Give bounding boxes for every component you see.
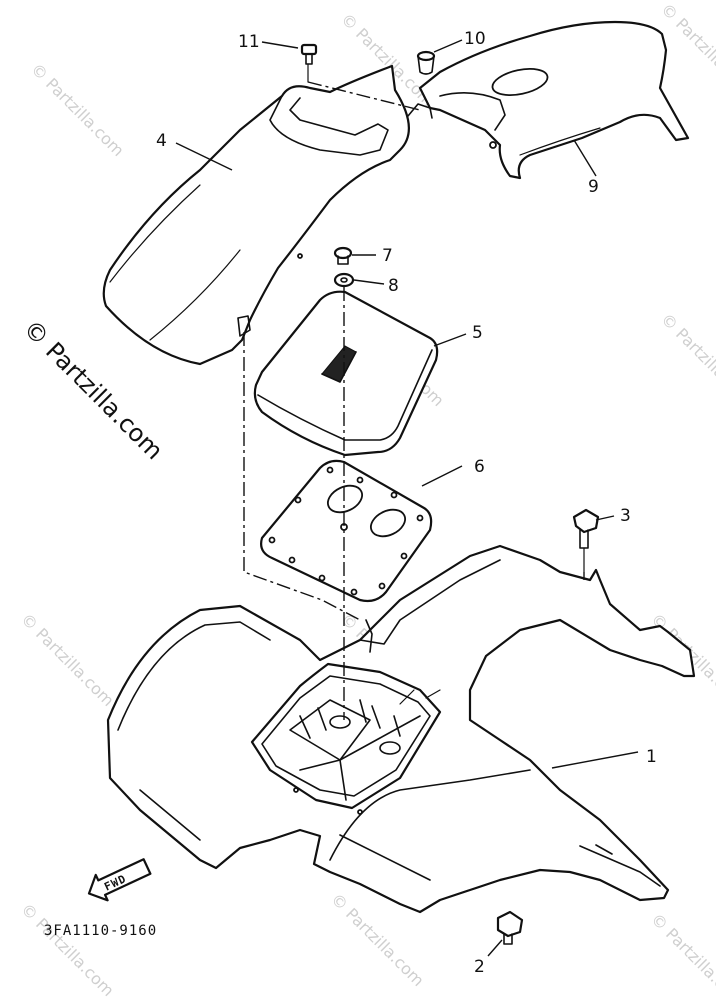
fwd-arrow: FWD bbox=[87, 858, 152, 902]
callout-6: 6 bbox=[474, 457, 485, 477]
callout-5: 5 bbox=[472, 323, 483, 343]
callout-2: 2 bbox=[474, 957, 485, 977]
leader-lines bbox=[175, 39, 639, 957]
callout-labels: 11 10 4 9 7 8 5 6 3 1 2 bbox=[156, 29, 657, 977]
part-11-bolt[interactable] bbox=[300, 43, 318, 83]
part-9-fender-panel[interactable] bbox=[407, 20, 690, 180]
watermark-tile: © Partzilla.com bbox=[17, 609, 118, 710]
part-5-cover[interactable] bbox=[253, 290, 439, 457]
part-2-bolt[interactable] bbox=[496, 910, 524, 945]
watermark-tile: © Partzilla.com bbox=[647, 909, 716, 1000]
callout-1: 1 bbox=[646, 747, 657, 767]
part-3-bolt[interactable] bbox=[572, 508, 600, 573]
callout-7: 7 bbox=[382, 246, 393, 266]
watermark-tile: © Partzilla.com bbox=[27, 59, 128, 160]
callout-11: 11 bbox=[238, 32, 260, 52]
watermark-tile: © Partzilla.com bbox=[657, 309, 716, 410]
part-7-screw[interactable] bbox=[333, 246, 353, 265]
callout-8: 8 bbox=[388, 276, 399, 296]
part-4-front-fender[interactable] bbox=[102, 64, 410, 366]
callout-4: 4 bbox=[156, 131, 167, 151]
callout-9: 9 bbox=[588, 177, 599, 197]
part-8-washer[interactable] bbox=[333, 272, 355, 288]
part-6-gasket-plate[interactable] bbox=[260, 459, 433, 603]
part-10-collar[interactable] bbox=[416, 50, 436, 75]
part-1-rear-fender[interactable] bbox=[106, 544, 696, 914]
watermark-tile: © Partzilla.com bbox=[17, 899, 118, 1000]
assembly-lines bbox=[243, 81, 585, 720]
diagram-part-code: 3FA1110-9160 bbox=[44, 923, 157, 939]
callout-10: 10 bbox=[464, 29, 486, 49]
callout-3: 3 bbox=[620, 506, 631, 526]
